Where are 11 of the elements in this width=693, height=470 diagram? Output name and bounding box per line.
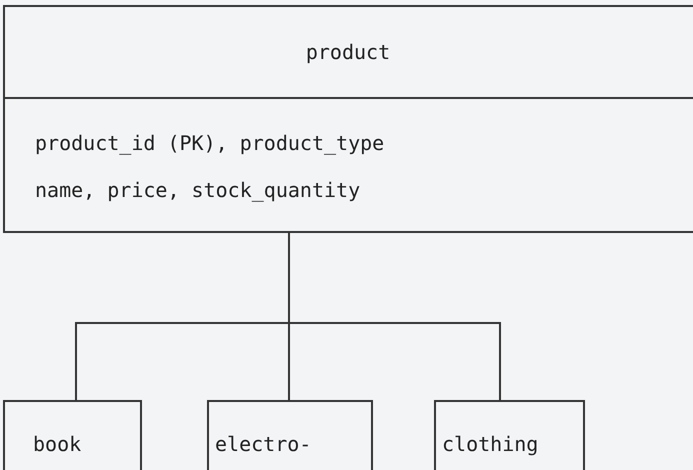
attribute-list: product_id (PK), product_type (35, 131, 384, 155)
subtype-box (3, 400, 142, 470)
entity-box (3, 5, 693, 233)
entity-name: product (304, 40, 392, 64)
connector-line (288, 233, 501, 400)
attribute-list: name, price, stock_quantity (35, 178, 360, 202)
subtype-box (434, 400, 585, 470)
subtype-name: book (33, 432, 82, 456)
subtype-box (207, 400, 373, 470)
subtype-name: clothing (442, 432, 538, 456)
subtype-name: electro- (215, 432, 312, 456)
